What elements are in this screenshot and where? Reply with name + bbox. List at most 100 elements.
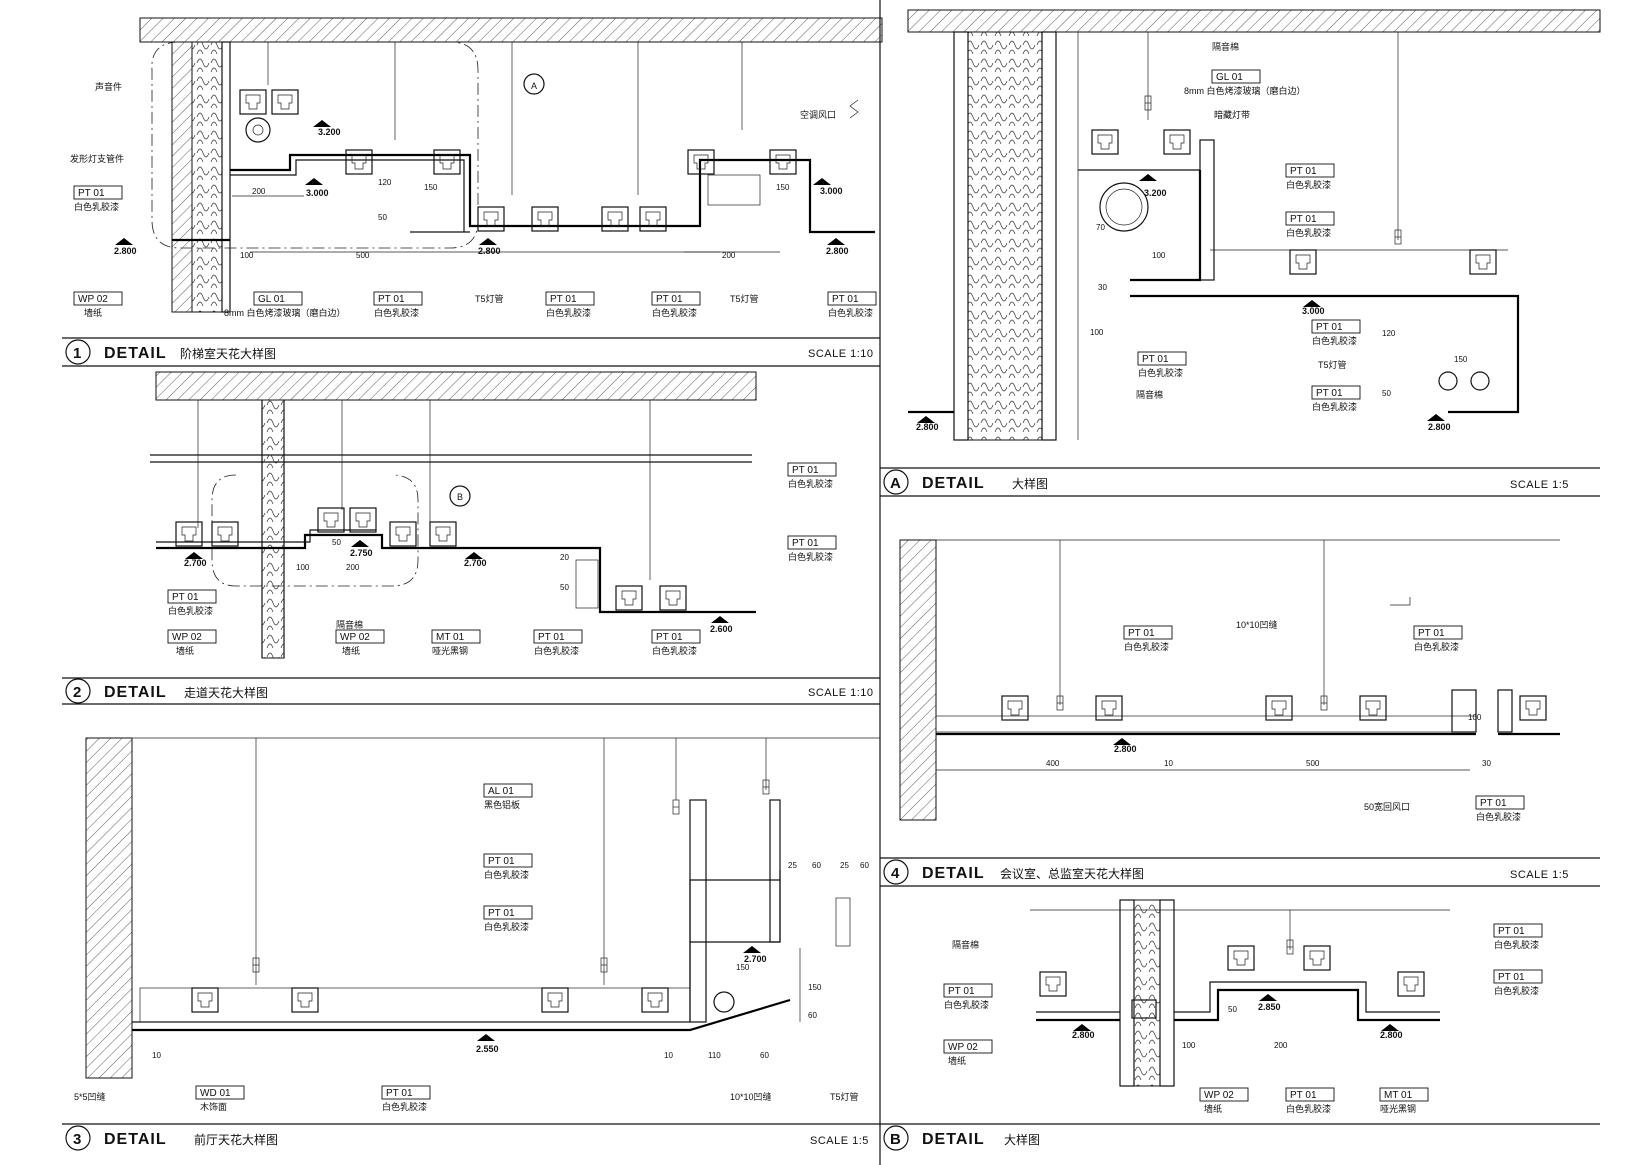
svg-text:AL 01: AL 01 [488,786,514,797]
svg-text:PT 01: PT 01 [1480,798,1507,809]
svg-text:10: 10 [664,1051,673,1060]
svg-text:WP 02: WP 02 [948,1042,978,1053]
svg-text:白色乳胶漆: 白色乳胶漆 [168,605,213,616]
svg-text:100: 100 [1468,713,1482,722]
panel-4-labels: 10*10凹缝 50宽回风口 2.800 400 10 500 100 30 P… [1046,619,1525,822]
svg-text:8mm 白色烤漆玻璃（磨白边）: 8mm 白色烤漆玻璃（磨白边） [224,307,346,318]
svg-text:25: 25 [788,861,797,870]
svg-text:墙纸: 墙纸 [1204,1103,1222,1114]
svg-text:20: 20 [560,553,569,562]
svg-text:PT 01: PT 01 [550,294,577,305]
svg-text:会议室、总监室天花大样图: 会议室、总监室天花大样图 [1000,866,1144,881]
svg-text:白色乳胶漆: 白色乳胶漆 [484,921,529,932]
svg-text:PT 01: PT 01 [78,188,105,199]
svg-text:白色乳胶漆: 白色乳胶漆 [1312,335,1357,346]
svg-text:哑光黑钢: 哑光黑钢 [432,645,468,656]
panel-4-drawing [899,539,1560,821]
note: 10*10凹缝 [730,1091,772,1102]
svg-text:2.700: 2.700 [184,558,207,568]
svg-text:200: 200 [346,563,360,572]
section-circle-label: B [457,492,463,502]
svg-text:PT 01: PT 01 [172,592,199,603]
svg-text:走道天花大样图: 走道天花大样图 [184,685,268,700]
svg-text:200: 200 [1274,1041,1288,1050]
panel-2-title: 2 DETAIL 走道天花大样图 SCALE 1:10 [62,677,880,705]
svg-text:3.000: 3.000 [820,186,843,196]
svg-text:PT 01: PT 01 [792,465,819,476]
svg-text:白色乳胶漆: 白色乳胶漆 [1124,641,1169,652]
panel-3-labels: 5*5凹缝 10*10凹缝 T5灯管 2.700 2.550 25 60 25 … [74,783,869,1112]
svg-text:白色乳胶漆: 白色乳胶漆 [546,307,591,318]
svg-text:PT 01: PT 01 [1142,354,1169,365]
svg-text:SCALE 1:5: SCALE 1:5 [1510,869,1569,881]
svg-text:白色乳胶漆: 白色乳胶漆 [1476,811,1521,822]
svg-text:前厅天花大样图: 前厅天花大样图 [194,1132,278,1147]
svg-text:110: 110 [708,1051,721,1060]
svg-text:50: 50 [1228,1005,1237,1014]
svg-text:100: 100 [1090,328,1104,337]
note: 隔音棉 [1212,41,1239,52]
panel-3-drawing [85,737,880,1079]
svg-text:150: 150 [1454,355,1468,364]
note: 隔音棉 [952,939,979,950]
svg-text:GL 01: GL 01 [258,294,285,305]
svg-text:2.800: 2.800 [114,246,137,256]
svg-text:2.800: 2.800 [478,246,501,256]
svg-text:2.850: 2.850 [1258,1002,1281,1012]
svg-text:50: 50 [560,583,569,592]
svg-text:DETAIL: DETAIL [104,1131,167,1148]
note: 10*10凹缝 [1236,619,1278,630]
svg-text:2.800: 2.800 [1380,1030,1403,1040]
material-tag: PT 01 白色乳胶漆 [1475,795,1525,822]
svg-text:大样图: 大样图 [1012,476,1048,491]
svg-text:白色乳胶漆: 白色乳胶漆 [74,201,119,212]
panel-b-title: B DETAIL 大样图 [880,1123,1600,1151]
svg-text:WD 01: WD 01 [200,1088,231,1099]
svg-text:150: 150 [776,183,790,192]
panel-2-labels: B 隔音棉 2.700 2.750 2.700 2.600 100 200 50… [167,462,837,656]
svg-text:白色乳胶漆: 白色乳胶漆 [652,307,697,318]
svg-text:2.800: 2.800 [826,246,849,256]
svg-text:MT 01: MT 01 [436,632,465,643]
svg-text:PT 01: PT 01 [386,1088,413,1099]
svg-text:白色乳胶漆: 白色乳胶漆 [1494,939,1539,950]
svg-text:30: 30 [1098,283,1107,292]
svg-text:2.800: 2.800 [1072,1030,1095,1040]
svg-text:白色乳胶漆: 白色乳胶漆 [374,307,419,318]
svg-text:50: 50 [332,538,341,547]
svg-text:400: 400 [1046,759,1060,768]
svg-text:DETAIL: DETAIL [104,684,167,701]
svg-text:白色乳胶漆: 白色乳胶漆 [1414,641,1459,652]
svg-text:2.700: 2.700 [744,954,767,964]
note: 隔音棉 [1136,389,1163,400]
svg-text:2.800: 2.800 [1114,744,1137,754]
svg-text:10: 10 [1164,759,1173,768]
panel-a-labels: 隔音棉 暗藏灯带 T5灯管 隔音棉 3.200 3.000 2.800 2.80… [916,41,1468,432]
svg-text:白色乳胶漆: 白色乳胶漆 [944,999,989,1010]
svg-text:PT 01: PT 01 [488,856,515,867]
svg-text:白色乳胶漆: 白色乳胶漆 [484,869,529,880]
svg-text:PT 01: PT 01 [656,294,683,305]
svg-text:200: 200 [722,251,736,260]
material-tag: GL 01 8mm 白色烤漆玻璃（磨白边） [224,291,346,318]
svg-text:PT 01: PT 01 [832,294,859,305]
svg-text:25: 25 [840,861,849,870]
svg-text:60: 60 [808,1011,817,1020]
svg-text:SCALE 1:5: SCALE 1:5 [810,1135,869,1147]
note: 发形灯支管件 [70,153,124,164]
section-circle-label: A [531,81,537,91]
svg-text:白色乳胶漆: 白色乳胶漆 [1286,179,1331,190]
svg-text:8mm 白色烤漆玻璃（磨白边）: 8mm 白色烤漆玻璃（磨白边） [1184,85,1306,96]
svg-text:3: 3 [73,1131,81,1148]
svg-text:白色乳胶漆: 白色乳胶漆 [788,478,833,489]
